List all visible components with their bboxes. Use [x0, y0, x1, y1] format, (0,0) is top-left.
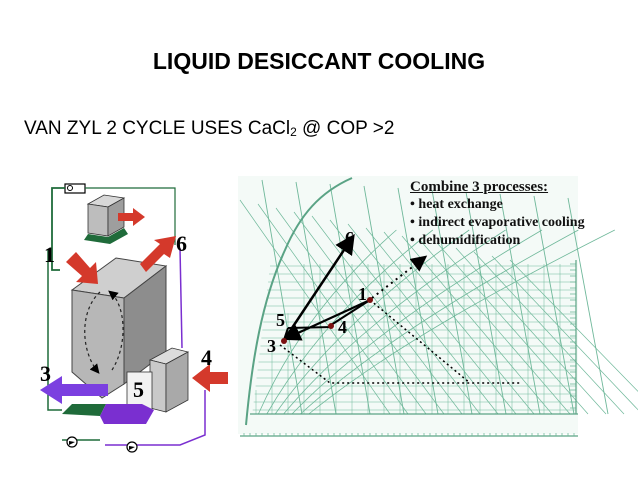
relative-humidity-curve — [274, 229, 470, 415]
apparatus-label-3: 3 — [40, 361, 51, 386]
apparatus-label-1: 1 — [44, 242, 55, 267]
state-point-3 — [281, 338, 287, 344]
specific-volume-line — [261, 179, 303, 415]
apparatus-label-5: 5 — [133, 377, 144, 402]
wet-bulb-line — [509, 259, 638, 392]
apparatus-label-6: 6 — [176, 231, 187, 256]
desiccant-apparatus: 1 6 4 3 5 — [40, 183, 228, 453]
dehumidification-pointer — [371, 255, 428, 299]
small-box-tray — [84, 228, 128, 244]
bottom-pump-left-rotor — [69, 441, 75, 445]
top-pump-rotor — [67, 185, 73, 191]
small-box-side — [107, 197, 125, 237]
wet-bulb-line — [491, 255, 638, 411]
dotted-reference-line — [279, 344, 520, 384]
green-tray — [62, 404, 106, 416]
relative-humidity-curve — [308, 229, 615, 415]
chart-label-3: 3 — [267, 336, 276, 356]
arrow-4-in — [192, 364, 228, 392]
process-lines — [279, 233, 520, 384]
wet-bulb-line — [365, 227, 517, 415]
dotted-reference-line-2 — [369, 299, 471, 384]
arrow-6-out — [140, 236, 176, 272]
specific-volume-line — [295, 181, 337, 415]
pipe-top — [85, 187, 176, 245]
bottom-pump-right-rotor — [129, 446, 135, 450]
subtitle: VAN ZYL 2 CYCLE USES CaCl2 @ COP >2 — [24, 118, 394, 140]
chart-label-6: 6 — [345, 228, 354, 248]
relative-humidity-curve — [266, 229, 434, 415]
pipe-far-left — [47, 250, 62, 411]
arrow-small-box-out — [118, 208, 145, 226]
exchanger-front — [71, 289, 125, 399]
arrow-3-out — [40, 376, 108, 404]
state-point-4 — [328, 323, 334, 329]
axis-ticks — [243, 263, 576, 436]
saturation-curve — [245, 177, 353, 426]
psychrometric-gridlines — [239, 179, 638, 415]
specific-volume-line — [363, 185, 405, 415]
callout-heading: Combine 3 processes: — [410, 179, 549, 195]
wet-bulb-line — [293, 211, 445, 415]
wet-bulb-line — [239, 199, 391, 415]
chart-label-4: 4 — [338, 317, 347, 337]
chart-label-1: 1 — [358, 284, 367, 304]
subtitle-subscript: 2 — [290, 125, 297, 139]
relative-humidity-curve — [283, 229, 506, 415]
specific-volume-line — [329, 183, 371, 415]
flow-arrow-down — [84, 291, 101, 374]
pipe-purple-right — [179, 247, 183, 349]
box5 — [126, 371, 153, 411]
chart-label-5: 5 — [276, 310, 285, 330]
wet-bulb-line — [419, 239, 571, 415]
relative-humidity-curve — [258, 229, 397, 415]
callout-item-dehumidification: dehumidification — [410, 232, 610, 250]
specific-volume-line — [397, 187, 439, 415]
callout-item-heat-exchange: heat exchange — [410, 196, 610, 214]
relative-humidity-curve — [291, 229, 543, 415]
callout-item-evaporative-cooling: indirect evaporative cooling — [410, 214, 610, 232]
subtitle-suffix: @ COP >2 — [296, 118, 395, 139]
subtitle-prefix: VAN ZYL 2 CYCLE USES CaCl — [24, 118, 291, 139]
process-line-1-3 — [282, 298, 371, 341]
process-line-3-6 — [282, 233, 355, 341]
box4-side — [165, 351, 189, 413]
wet-bulb-line — [437, 243, 589, 415]
state-point-1 — [367, 297, 373, 303]
arrow-1-in — [66, 252, 98, 284]
wet-bulb-line — [257, 203, 409, 415]
wet-bulb-line — [329, 219, 481, 415]
small-box-front — [87, 203, 109, 237]
relative-humidity-curve — [300, 229, 579, 415]
page-title: LIQUID DESICCANT COOLING — [152, 48, 486, 74]
apparatus-label-4: 4 — [201, 345, 212, 370]
pipe-left-green — [51, 187, 65, 271]
pipe-purple-bottom — [105, 390, 206, 446]
wet-bulb-line — [473, 251, 625, 415]
process-callout: Combine 3 processes: heat exchange indir… — [410, 178, 610, 250]
purple-tray — [100, 404, 154, 424]
